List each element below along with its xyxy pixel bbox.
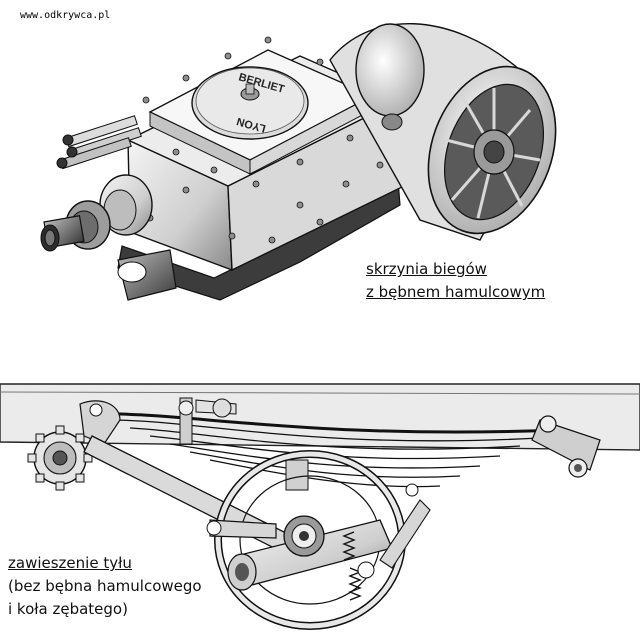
gearbox-caption-line1: skrzynia biegów <box>366 260 487 278</box>
suspension-caption-line2: (bez bębna hamulcowego <box>8 577 202 595</box>
frame-rail <box>0 383 640 451</box>
suspension-drawing <box>0 383 640 630</box>
sprocket <box>27 425 93 491</box>
brake-drum <box>329 23 557 241</box>
damper-top <box>178 397 237 445</box>
output-flange <box>40 200 111 252</box>
bearing <box>283 515 325 557</box>
watermark-url: www.odkrywca.pl <box>20 10 111 21</box>
leaf-spring <box>81 412 561 488</box>
shackle <box>531 415 601 478</box>
gearbox-caption-line2: z bębnem hamulcowym <box>366 283 546 301</box>
suspension-caption-line3: i koła zębatego) <box>8 600 128 618</box>
gearbox-drawing: BERLIET LYON <box>40 23 557 301</box>
gearbox-caption: skrzynia biegów z bębnem hamulcowym <box>366 258 545 304</box>
shift-rods <box>56 115 142 170</box>
suspension-caption-line1: zawieszenie tyłu <box>8 554 132 572</box>
coil-springs <box>342 531 362 601</box>
suspension-caption: zawieszenie tyłu (bez bębna hamulcowego … <box>8 552 202 621</box>
